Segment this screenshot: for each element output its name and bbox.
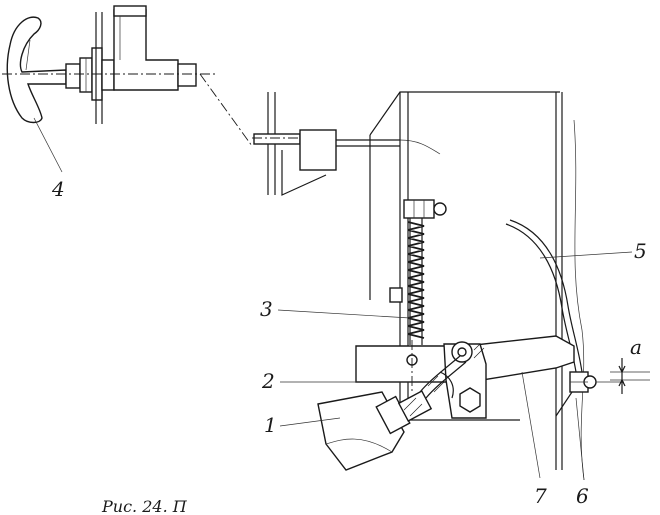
leader-6 — [575, 397, 585, 481]
actuator-1 — [317, 390, 433, 471]
spring-nut-top — [403, 199, 435, 219]
panel-top-edge — [369, 91, 560, 136]
actuator-hatch-2 — [409, 403, 423, 417]
return-spring — [389, 199, 447, 345]
pivot-hex-nut — [459, 387, 481, 413]
t-handle-assembly — [2, 5, 215, 124]
fitting-cap — [113, 5, 147, 17]
linkage-2-spring-arc — [439, 371, 454, 399]
spring-side-bolt — [389, 287, 403, 303]
label-7: 7 — [534, 484, 547, 508]
connector-axis-line — [199, 73, 253, 147]
bracket-clamp — [253, 133, 301, 145]
panel-break-line — [573, 119, 585, 481]
gap-dimension-a — [610, 358, 650, 394]
dim-a-arrow-top — [618, 365, 626, 374]
linkage-2-arm-1 — [419, 355, 461, 393]
lever-assembly — [355, 335, 575, 419]
clamp-6-tab — [555, 391, 573, 417]
label-4: 4 — [51, 177, 65, 201]
cable-upper-end — [399, 139, 441, 155]
cable-sheath-inner — [509, 219, 583, 373]
actuator-hatch-1 — [403, 397, 417, 411]
cable-bracket — [252, 92, 441, 196]
leader-7 — [521, 371, 541, 479]
leader-lines — [33, 117, 633, 481]
dim-a-arrow-bottom — [618, 378, 626, 387]
label-1: 1 — [264, 413, 277, 437]
actuator-1-edge — [325, 438, 393, 453]
label-2: 2 — [261, 369, 275, 393]
bracket-foot — [281, 150, 327, 196]
label-a: a — [630, 335, 642, 359]
fitting-tail — [177, 63, 197, 87]
t-handle-grip-edge — [25, 39, 31, 71]
t-handle-grip — [6, 16, 67, 124]
linkage-hatch-2 — [433, 381, 445, 393]
cable-clamp — [555, 371, 624, 417]
spring-coil — [407, 221, 425, 339]
lever-hatch-2 — [473, 347, 485, 359]
label-3: 3 — [260, 297, 273, 321]
linkage-hatch-1 — [427, 375, 439, 387]
actuator-1-rod — [397, 390, 433, 422]
leader-1 — [279, 417, 341, 427]
bracket-block — [299, 129, 337, 171]
leader-4 — [33, 117, 63, 173]
t-handle-nut-1 — [65, 63, 81, 89]
figure-caption: Рис. 24. П — [101, 497, 188, 515]
leader-3 — [277, 309, 411, 319]
fitting-nut — [101, 59, 115, 91]
spring-nut-top-washer — [433, 202, 447, 216]
label-5: 5 — [634, 239, 647, 263]
fitting-body — [113, 9, 179, 91]
linkage-2-arm-2 — [425, 361, 467, 399]
leader-5 — [539, 251, 633, 259]
lever-hatch-1 — [473, 343, 481, 351]
pivot-pin-upper-hole — [457, 347, 467, 357]
linkage-2 — [419, 355, 467, 399]
label-6: 6 — [576, 484, 589, 508]
